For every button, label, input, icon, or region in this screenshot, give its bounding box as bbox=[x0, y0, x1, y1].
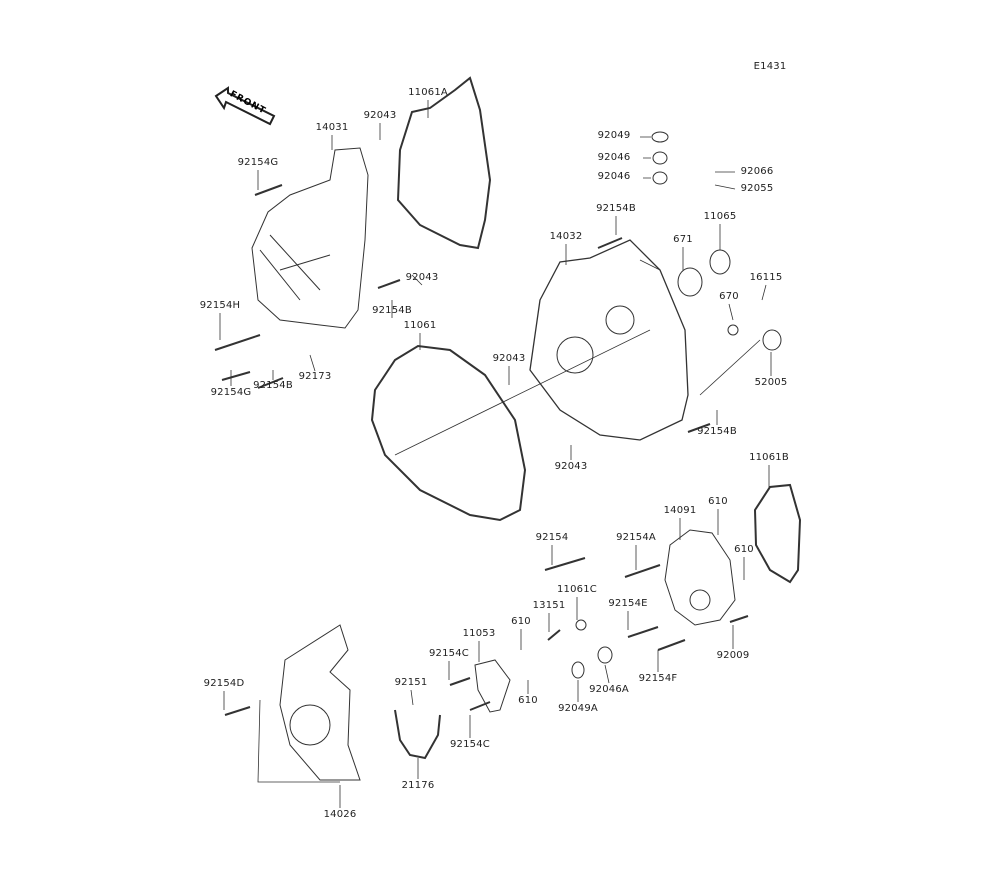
part-label: 11061A bbox=[408, 87, 448, 98]
part-label: 92043 bbox=[363, 110, 397, 121]
part-label: 610 bbox=[708, 496, 728, 507]
part-label: 92049 bbox=[597, 130, 631, 141]
cover-14031 bbox=[251, 147, 369, 329]
part-label: 92055 bbox=[740, 183, 774, 194]
part-label: 16115 bbox=[749, 272, 783, 283]
part-label: 92154F bbox=[638, 673, 678, 684]
part-label: 14026 bbox=[323, 809, 357, 820]
cover-14032-bore bbox=[556, 336, 594, 374]
front-direction-arrow: FRONT bbox=[214, 86, 276, 126]
part-label: 92154G bbox=[210, 387, 252, 398]
part-label: 14031 bbox=[315, 122, 349, 133]
part-label: 92043 bbox=[554, 461, 588, 472]
part-label: 11061C bbox=[557, 584, 597, 595]
part-label: 11065 bbox=[703, 211, 737, 222]
part-label: 92154D bbox=[203, 678, 245, 689]
part-label: 21176 bbox=[401, 780, 435, 791]
cover-14032 bbox=[529, 239, 689, 441]
part-label: 92154C bbox=[450, 739, 490, 750]
part-label: 92043 bbox=[405, 272, 439, 283]
front-arrow-icon bbox=[214, 86, 276, 126]
part-label: 92154B bbox=[253, 380, 293, 391]
part-label: 92154E bbox=[608, 598, 648, 609]
cover-14031-rib bbox=[259, 234, 331, 301]
part-label: 92046 bbox=[597, 152, 631, 163]
part-label: 92154C bbox=[429, 648, 469, 659]
part-label: 92046 bbox=[597, 171, 631, 182]
part-label: 610 bbox=[518, 695, 538, 706]
hose-21176 bbox=[394, 709, 441, 760]
gasket-11061b bbox=[753, 483, 802, 584]
part-label: 92154B bbox=[372, 305, 412, 316]
part-label: 92151 bbox=[394, 677, 428, 688]
gasket-11061 bbox=[370, 344, 527, 522]
part-label: 52005 bbox=[754, 377, 788, 388]
part-label: 92154B bbox=[596, 203, 636, 214]
part-label: 610 bbox=[734, 544, 754, 555]
part-label: 92066 bbox=[740, 166, 774, 177]
part-label: 671 bbox=[673, 234, 693, 245]
part-label: 92154H bbox=[199, 300, 241, 311]
part-label: 92009 bbox=[716, 650, 750, 661]
part-label: 11061 bbox=[403, 320, 437, 331]
part-label: 92154B bbox=[697, 426, 737, 437]
part-label: 92046A bbox=[589, 684, 629, 695]
gasket-11061a bbox=[396, 76, 492, 250]
bracket-11053 bbox=[474, 659, 511, 713]
part-label: 92173 bbox=[298, 371, 332, 382]
part-label: 13151 bbox=[532, 600, 566, 611]
leader-lines bbox=[219, 100, 772, 808]
part-label: 14091 bbox=[663, 505, 697, 516]
part-label: 92043 bbox=[492, 353, 526, 364]
part-label: 11061B bbox=[749, 452, 789, 463]
part-label: 92154A bbox=[616, 532, 656, 543]
part-label: 14032 bbox=[549, 231, 583, 242]
part-label: 11053 bbox=[462, 628, 496, 639]
part-label: 670 bbox=[719, 291, 739, 302]
bolts bbox=[214, 184, 749, 716]
part-label: 92154 bbox=[535, 532, 569, 543]
diagram-code: E1431 bbox=[753, 61, 787, 72]
cover-14091 bbox=[664, 529, 736, 626]
part-label: 92154G bbox=[237, 157, 279, 168]
part-label: 610 bbox=[511, 616, 531, 627]
part-label: 92049A bbox=[558, 703, 598, 714]
cover-14026 bbox=[279, 624, 361, 781]
